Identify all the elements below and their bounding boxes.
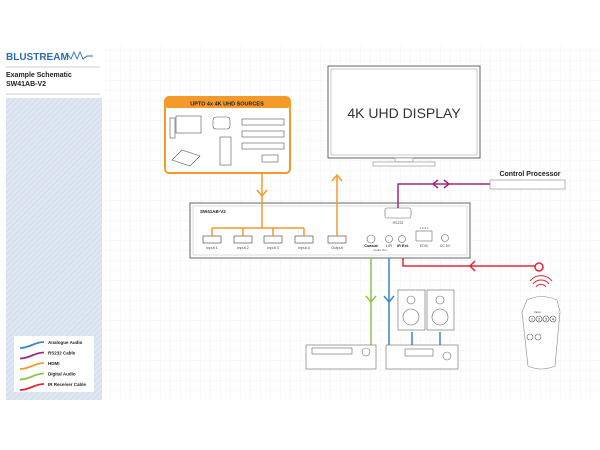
port-label-input3: Input 3 [267,246,279,250]
pc-tower-icon [169,117,176,139]
hdmi-port-output[interactable] [327,235,347,244]
xbox-icon [219,136,232,166]
control-processor: Control Processor [489,171,566,190]
remote-button-1[interactable] [528,315,536,323]
remote-button-label: 4 [552,317,555,322]
switcher-model: SW41AB-V2 [200,209,226,214]
legend-label: Digital Audio [48,372,76,377]
rs232-port[interactable] [384,207,412,219]
cables [211,173,544,345]
ir-signal-icon [529,275,553,288]
game-console-icon [171,149,201,167]
control-processor-label: Control Processor [499,171,560,178]
remote-button-2[interactable] [535,315,543,323]
model-title: SW41AB-V2 [6,81,46,88]
port-label-output: Output [331,246,343,250]
monitor-icon [175,115,202,134]
hdmi-port-input1[interactable] [202,235,222,244]
bluray-player-icon [241,118,285,126]
display: 4K UHD DISPLAY [327,65,481,167]
edid-pins-label: 1 2 3 4 [419,226,429,230]
remote-button-3[interactable] [542,315,550,323]
sources-header: UPTO 4x 4K UHD SOURCES [190,102,264,108]
port-label-input2: Input 2 [237,246,249,250]
remote-input-label: Input [534,310,541,314]
remote-up-button[interactable] [534,333,542,341]
switcher-unit: SW41AB-V2 Input 1 Input 2 Input 3 Input 4 Ou… [189,202,471,259]
legend-line [19,372,45,381]
hdmi-port-input4[interactable] [294,235,314,244]
audio-out-label: Audio Out [373,248,387,252]
legend-label: RS232 Cable [48,351,76,356]
rs232-label: RS232 [393,221,404,225]
port-label-input4: Input 4 [298,246,310,250]
remote-button-4[interactable] [549,315,557,323]
display-label: 4K UHD DISPLAY [347,105,461,121]
media-player-icon [241,142,285,150]
camera-icon [261,154,279,163]
legend-line [19,383,45,391]
ir-cable [402,258,535,267]
dc-port[interactable] [441,234,449,242]
edid-switch[interactable] [415,230,433,242]
remote-button-label: 1 [531,317,534,322]
lr-label: L/R [386,244,392,248]
legend-line [19,362,45,370]
logo-wave-icon [67,50,93,61]
dc-label: DC 5V [440,244,451,248]
ir-receiver-icon [534,262,544,272]
legend-label: Analogue Audio [48,340,83,345]
rs232-cable [397,183,490,208]
legend-label: HDMI [48,361,60,366]
remote-button-label: 2 [538,317,541,322]
sources-box: UPTO 4x 4K UHD SOURCES [164,96,291,174]
coaxial-port[interactable] [366,234,376,244]
port-label-input1: Input 1 [206,246,218,250]
remote-down-button[interactable] [526,333,534,341]
lr-port[interactable] [385,235,393,243]
legend-line [19,351,45,360]
ir-ext-label: IR Ext. [397,244,409,248]
legend-line [19,341,45,349]
apple-tv-icon [212,116,231,130]
remote-button-label: 3 [545,317,548,322]
edid-label: EDID [420,244,429,248]
legend-box [14,336,94,392]
ir-ext-port[interactable] [398,235,406,243]
hdmi-port-input3[interactable] [263,235,283,244]
coaxial-label: Coaxial [364,244,378,248]
satellite-box-icon [241,130,285,138]
sidebar: BLUSTREAM Example Schematic SW41AB-V2 [6,50,102,400]
hdmi-port-input2[interactable] [233,235,253,244]
hdmi-input-cable [211,173,305,236]
brand-logo: BLUSTREAM [6,52,69,63]
legend-label: IR Receiver Cable [48,382,87,387]
schematic-title: Example Schematic [6,72,72,79]
